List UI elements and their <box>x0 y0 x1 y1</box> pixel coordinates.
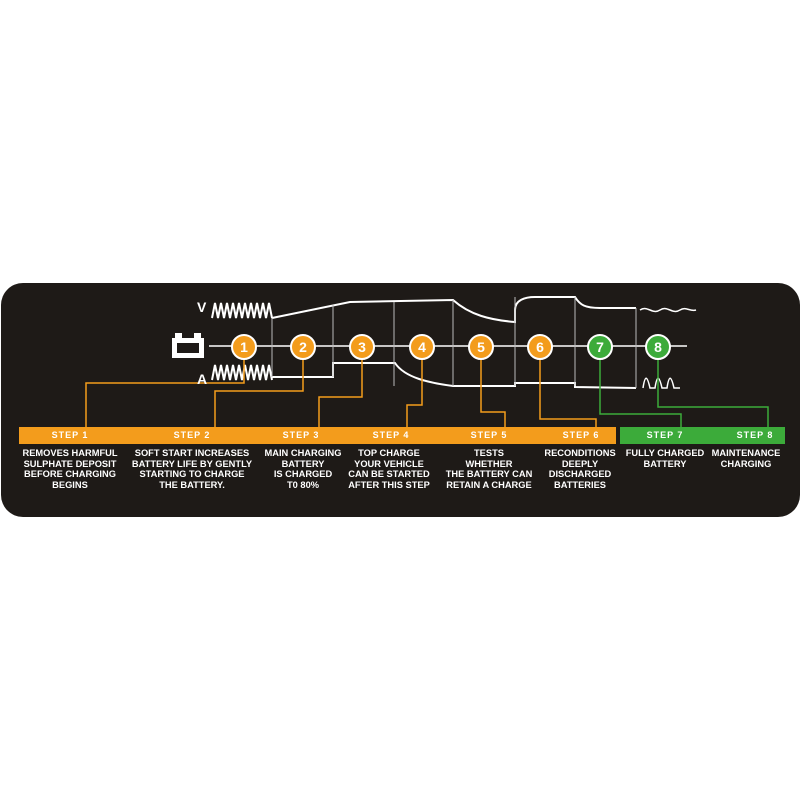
step-8-description: MAINTENANCE CHARGING <box>711 448 781 469</box>
step-7-description: FULLY CHARGED BATTERY <box>625 448 705 469</box>
step-1-label: STEP 1 <box>51 430 89 440</box>
step-4-description: TOP CHARGE YOUR VEHICLE CAN BE STARTED A… <box>348 448 430 490</box>
step-4-label: STEP 4 <box>372 430 410 440</box>
step-4-badge: 4 <box>409 334 435 360</box>
orange-steps-bar: STEP 1 STEP 2 STEP 3 STEP 4 STEP 5 STEP … <box>19 427 616 444</box>
step-6-badge: 6 <box>527 334 553 360</box>
step-7-badge: 7 <box>587 334 613 360</box>
green-steps-bar: STEP 7 STEP 8 <box>620 427 785 444</box>
step-6-description: RECONDITIONS DEEPLY DISCHARGED BATTERIES <box>544 448 616 490</box>
step-6-label: STEP 6 <box>562 430 600 440</box>
current-pulse-icon <box>211 364 273 381</box>
battery-icon <box>172 333 204 358</box>
voltage-axis-label: V <box>197 299 207 315</box>
step-2-label: STEP 2 <box>173 430 211 440</box>
current-axis-label: A <box>197 371 208 387</box>
step-1-badge: 1 <box>231 334 257 360</box>
step-8-label: STEP 8 <box>736 430 774 440</box>
step-7-label: STEP 7 <box>646 430 684 440</box>
step-8-badge: 8 <box>645 334 671 360</box>
step-5-label: STEP 5 <box>470 430 508 440</box>
step-2-description: SOFT START INCREASES BATTERY LIFE BY GEN… <box>131 448 253 490</box>
step-3-badge: 3 <box>349 334 375 360</box>
charging-steps-panel <box>1 283 800 517</box>
step-1-description: REMOVES HARMFUL SULPHATE DEPOSIT BEFORE … <box>22 448 118 490</box>
voltage-pulse-icon <box>211 302 273 319</box>
step-3-label: STEP 3 <box>282 430 320 440</box>
step-5-description: TESTS WHETHER THE BATTERY CAN RETAIN A C… <box>445 448 533 490</box>
step-3-description: MAIN CHARGING BATTERY IS CHARGED T0 80% <box>264 448 342 490</box>
step-2-badge: 2 <box>290 334 316 360</box>
step-5-badge: 5 <box>468 334 494 360</box>
